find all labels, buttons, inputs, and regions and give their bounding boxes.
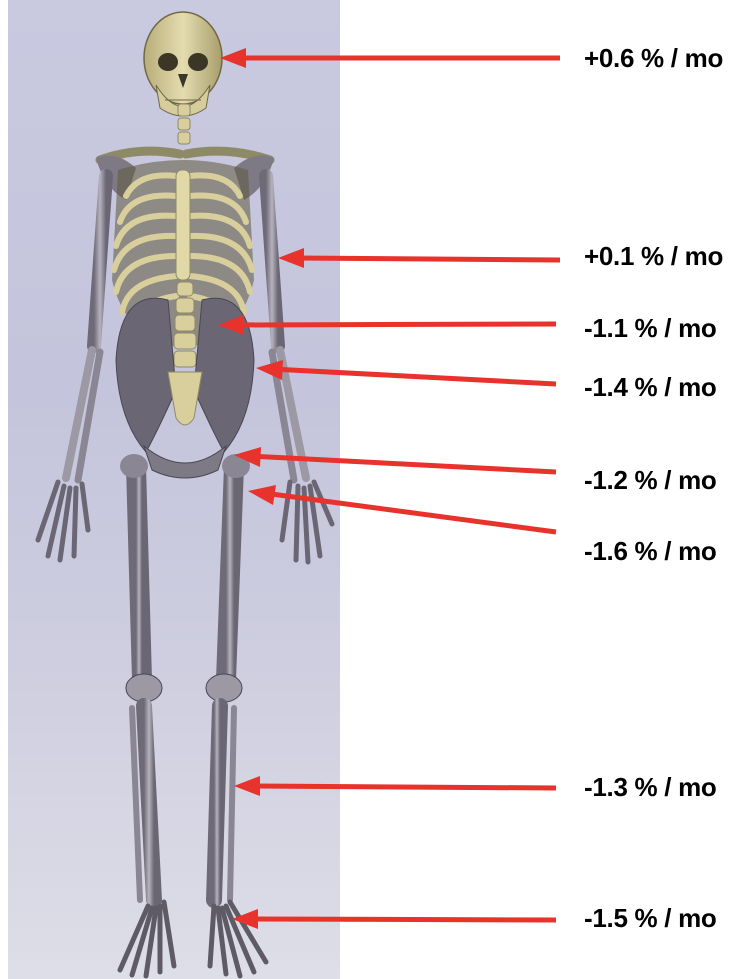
arrow-trochanter	[248, 485, 556, 532]
arrow-pelvis	[256, 360, 556, 384]
label-trochanter: -1.6 % / mo	[584, 536, 717, 566]
arrow-femoral-neck	[234, 447, 556, 472]
label-arm: +0.1 % / mo	[584, 241, 723, 271]
arrow-calcaneus	[232, 909, 556, 929]
label-calcaneus: -1.5 % / mo	[584, 903, 717, 933]
label-skull: +0.6 % / mo	[584, 43, 723, 73]
arrow-tibia	[234, 776, 556, 796]
label-femoral-neck: -1.2 % / mo	[584, 465, 717, 495]
label-spine: -1.1 % / mo	[584, 313, 717, 343]
label-pelvis: -1.4 % / mo	[584, 372, 717, 402]
arrow-spine	[218, 315, 556, 335]
label-tibia: -1.3 % / mo	[584, 772, 717, 802]
arrow-arm	[278, 248, 560, 268]
arrow-skull	[220, 48, 560, 68]
